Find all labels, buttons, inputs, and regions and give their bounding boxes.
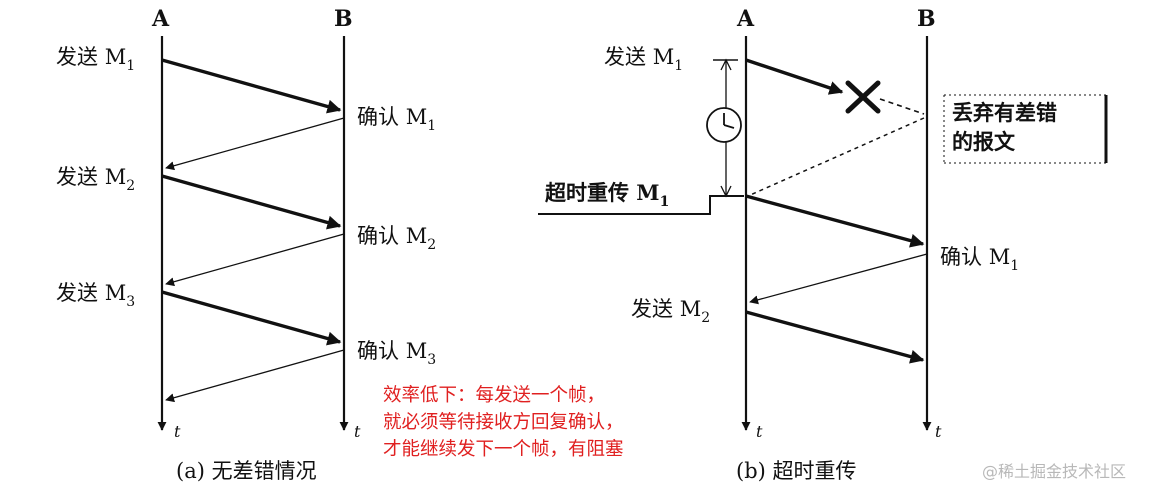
time-label-a-b: t xyxy=(756,422,763,441)
ack-m3-label: 确认 M3 xyxy=(357,339,436,368)
send-m1-label: 发送 M1 xyxy=(56,45,135,74)
ack-arrow-m3 xyxy=(165,349,345,403)
efficiency-note: 效率低下：每发送一个帧， 就必须等待接收方回复确认， 才能继续发下一个帧，有阻塞 xyxy=(383,382,713,463)
caption-b: (b) 超时重传 xyxy=(736,459,857,483)
ack-m1-label-b: 确认 M1 xyxy=(940,245,1019,274)
caption-a: (a) 无差错情况 xyxy=(176,459,317,483)
discard-note-box: 丢弃有差错 的报文 xyxy=(943,94,1108,164)
discard-line-2: 的报文 xyxy=(952,129,1016,154)
retransmit-label: 超时重传 M1 xyxy=(545,180,669,210)
panel-a: A B t t 发送 M1 发送 M2 发送 M3 确认 M1 确认 M2 确认… xyxy=(56,6,436,483)
send-m2-label: 发送 M2 xyxy=(56,165,135,194)
send-m1-label-b: 发送 M1 xyxy=(604,45,683,74)
ack-m1-label: 确认 M1 xyxy=(357,105,436,134)
time-label-a: t xyxy=(174,422,181,441)
node-a-label: A xyxy=(151,6,170,32)
dashed-no-ack xyxy=(747,117,925,197)
ack-arrow-m1-b xyxy=(749,253,928,305)
retransmit-arrow-m1 xyxy=(745,194,925,248)
note-line-3: 才能继续发下一个帧，有阻塞 xyxy=(383,439,624,460)
send-m3-label: 发送 M3 xyxy=(56,281,135,310)
node-b-label-b: B xyxy=(917,6,936,32)
dashed-continuation xyxy=(879,98,925,115)
time-label-b: t xyxy=(354,422,361,441)
node-a-label-b: A xyxy=(736,6,755,32)
ack-arrow-m2 xyxy=(165,233,345,287)
note-line-2: 就必须等待接收方回复确认， xyxy=(383,412,624,433)
ack-arrow-m1 xyxy=(165,117,345,171)
send-arrow-m2 xyxy=(161,174,342,230)
discard-line-1: 丢弃有差错 xyxy=(952,100,1057,125)
retransmit-bracket xyxy=(538,195,744,215)
node-b-label: B xyxy=(334,6,353,32)
watermark: @稀土掘金技术社区 xyxy=(982,462,1127,481)
send-m2-label-b: 发送 M2 xyxy=(631,297,710,326)
panel-b: A B t t 发送 M1 发送 M2 确认 M1 xyxy=(538,6,1108,483)
send-arrow-m3 xyxy=(161,290,342,346)
ack-m2-label: 确认 M2 xyxy=(357,224,436,253)
lost-frame-arrow xyxy=(745,58,844,95)
send-arrow-m1 xyxy=(161,58,342,114)
clock-icon xyxy=(706,107,742,143)
cross-mark-icon xyxy=(845,80,881,114)
send-arrow-m2-b xyxy=(745,310,925,364)
time-label-b-b: t xyxy=(935,422,942,441)
note-line-1: 效率低下：每发送一个帧， xyxy=(383,385,606,406)
